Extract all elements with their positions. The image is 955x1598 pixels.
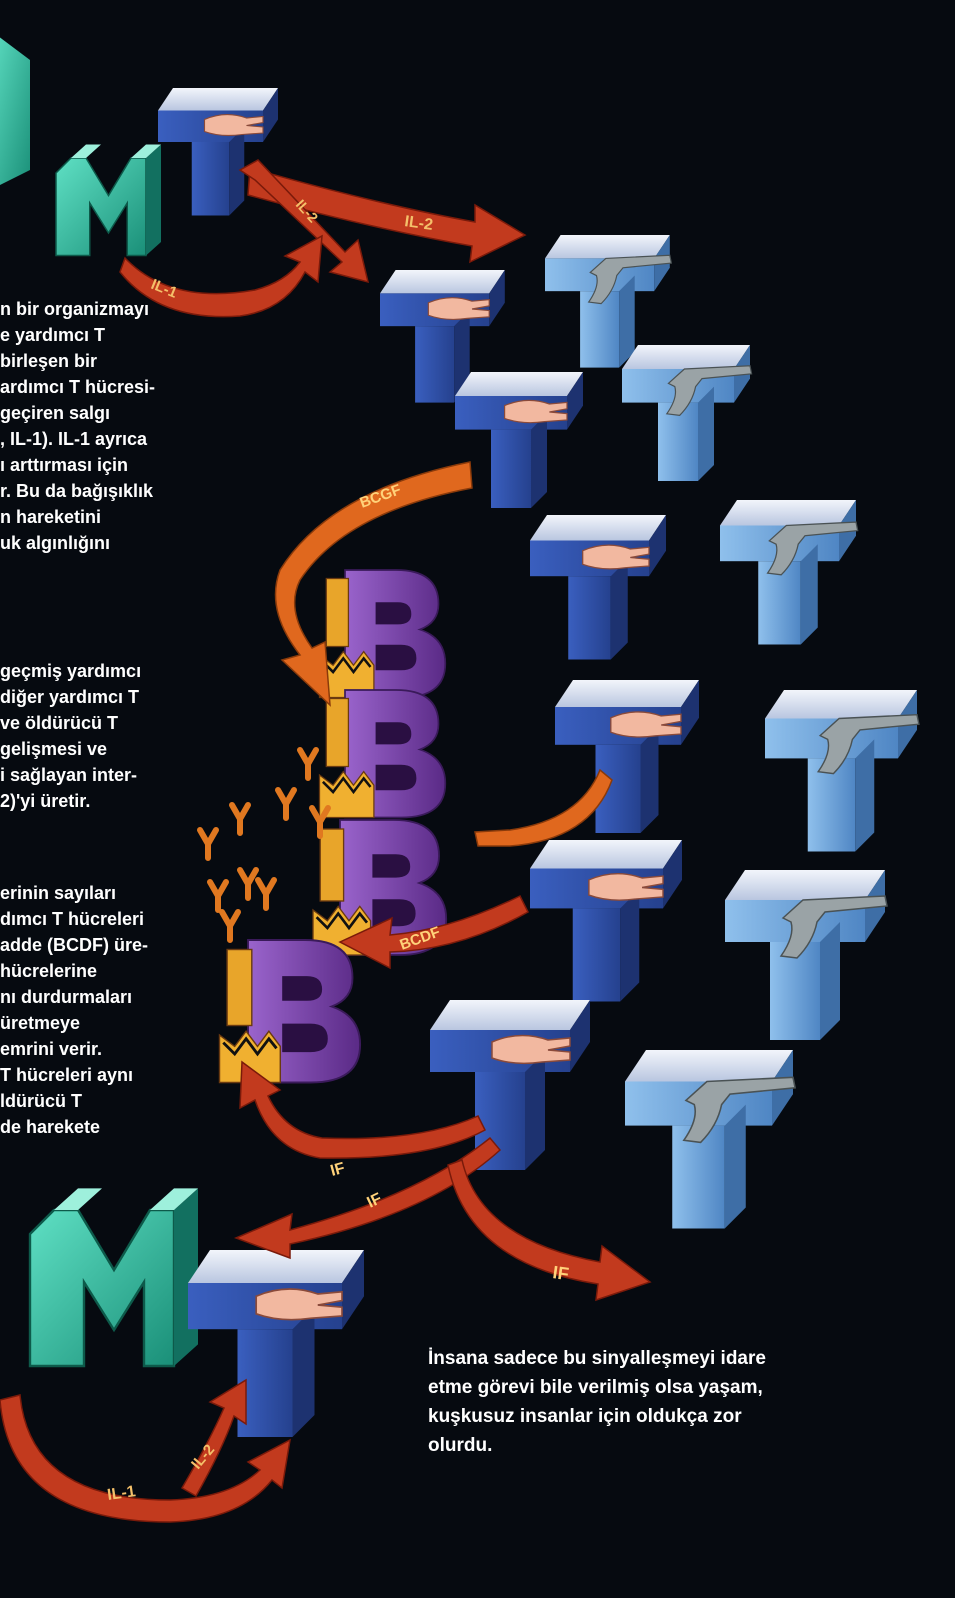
helper-t-cell	[530, 840, 682, 1002]
text-line: diğer yardımcı T	[0, 684, 141, 710]
caption: İnsana sadece bu sinyalleşmeyi idare etm…	[428, 1344, 766, 1460]
text-line: ve öldürücü T	[0, 710, 141, 736]
caption-line: kuşkusuz insanlar için oldukça zor	[428, 1402, 766, 1431]
text-line: ı arttırması için	[0, 452, 155, 478]
killer-t-cell	[725, 870, 887, 1040]
text-line: geçiren salgı	[0, 400, 155, 426]
text-line: emrini verir.	[0, 1036, 148, 1062]
text-line: 2)'yi üretir.	[0, 788, 141, 814]
text-line: geçmiş yardımcı	[0, 658, 141, 684]
b-cell	[220, 940, 361, 1083]
killer-t-cell	[622, 345, 752, 481]
text-line: hücrelerine	[0, 958, 148, 984]
caption-line: etme görevi bile verilmiş olsa yaşam,	[428, 1373, 766, 1402]
text-line: üretmeye	[0, 1010, 148, 1036]
text-line: adde (BCDF) üre-	[0, 932, 148, 958]
text-line: T hücreleri aynı	[0, 1062, 148, 1088]
text-line: gelişmesi ve	[0, 736, 141, 762]
text-block-2: geçmiş yardımcı diğer yardımcı T ve öldü…	[0, 658, 141, 814]
helper-t-cell	[455, 372, 583, 508]
arrow-label-if-3: IF	[551, 1262, 570, 1284]
text-line: birleşen bir	[0, 348, 155, 374]
helper-t-cell	[530, 515, 666, 660]
text-block-1: n bir organizmayı e yardımcı T birleşen …	[0, 296, 155, 556]
arrow-il2-top	[248, 168, 525, 262]
macrophage-top	[0, 30, 161, 256]
b-cell	[320, 570, 446, 698]
text-line: ldürücü T	[0, 1088, 148, 1114]
text-line: de harekete	[0, 1114, 148, 1140]
macrophage-bottom	[30, 1188, 198, 1366]
arrow-label-if-1: IF	[329, 1160, 347, 1180]
text-line: erinin sayıları	[0, 880, 148, 906]
killer-t-cell	[720, 500, 858, 645]
text-line: nı durdurmaları	[0, 984, 148, 1010]
caption-line: İnsana sadece bu sinyalleşmeyi idare	[428, 1344, 766, 1373]
helper-t-bottom	[188, 1250, 364, 1437]
arrow-bcdf-upper	[475, 770, 612, 846]
antibody-icon	[200, 750, 328, 940]
text-block-3: erinin sayıları dımcı T hücreleri adde (…	[0, 880, 148, 1140]
caption-line: olurdu.	[428, 1431, 766, 1460]
arrow-if-3	[448, 1160, 650, 1300]
text-line: r. Bu da bağışıklık	[0, 478, 155, 504]
text-line: n hareketini	[0, 504, 155, 530]
text-line: uk algınlığını	[0, 530, 155, 556]
arrow-il2-bottom	[182, 1380, 246, 1496]
helper-t-cell	[430, 1000, 590, 1170]
b-cell	[320, 690, 446, 818]
killer-t-cell	[765, 690, 919, 852]
text-line: , IL-1). IL-1 ayrıca	[0, 426, 155, 452]
text-line: n bir organizmayı	[0, 296, 155, 322]
text-line: dımcı T hücreleri	[0, 906, 148, 932]
killer-t-cell	[625, 1050, 795, 1229]
text-line: ardımcı T hücresi-	[0, 374, 155, 400]
text-line: e yardımcı T	[0, 322, 155, 348]
text-line: i sağlayan inter-	[0, 762, 141, 788]
